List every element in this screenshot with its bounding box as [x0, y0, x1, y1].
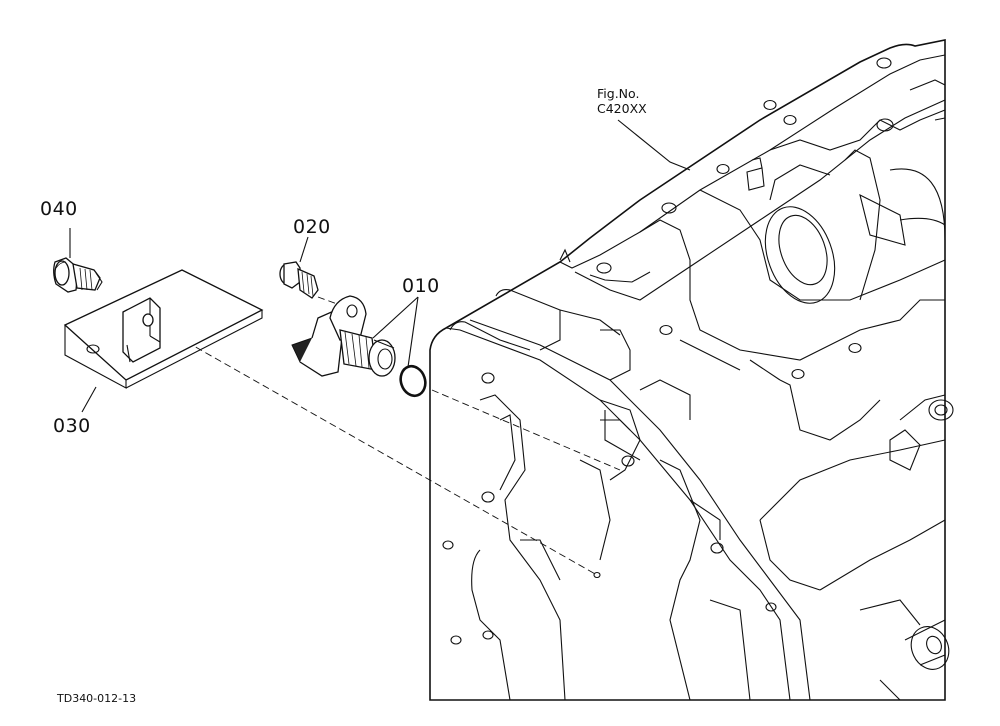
bolt-020-icon [279, 261, 319, 299]
part-number-030: 030 [53, 415, 91, 437]
bracket-plate-030-icon [63, 269, 264, 389]
sensor-alignment-line [431, 389, 621, 471]
part-number-040: 040 [40, 198, 78, 220]
bracket-alignment-line [147, 319, 598, 576]
figure-reference-number: C420XX [597, 101, 647, 116]
bolt-040-icon [53, 257, 103, 293]
figure-reference-label: Fig.No. [597, 86, 640, 101]
o-ring-010-icon [399, 364, 427, 398]
drawing-number: TD340-012-13 [57, 692, 137, 705]
part-number-010: 010 [402, 275, 440, 297]
figure-reference: Fig.No. C420XX [597, 86, 647, 116]
bolt-020-alignment-line [317, 296, 341, 306]
part-number-020: 020 [293, 216, 331, 238]
assembly-guide-lines [147, 296, 621, 576]
transmission-housing [429, 39, 954, 701]
leader-lines [69, 119, 691, 413]
speed-sensor-010-icon [291, 295, 396, 377]
